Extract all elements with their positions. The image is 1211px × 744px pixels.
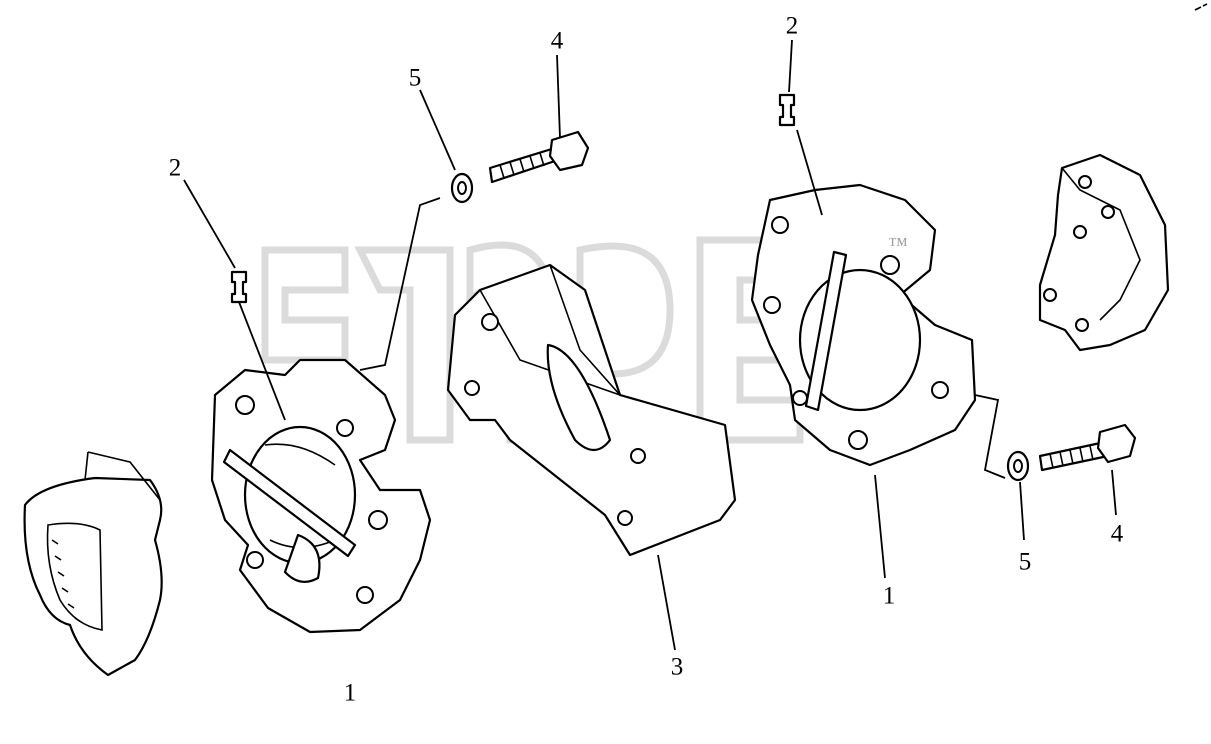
left-hub-half	[23, 451, 163, 677]
corner-mark	[1194, 3, 1208, 11]
right-hub-half	[1038, 153, 1170, 352]
top-bolt	[488, 54, 590, 184]
callout-4-top: 4	[550, 27, 564, 55]
callout-2-left: 2	[168, 154, 182, 182]
right-grease-fitting	[778, 39, 823, 216]
callout-5-right: 5	[1018, 548, 1032, 576]
right-washer	[974, 394, 1030, 541]
right-bolt	[1038, 423, 1137, 516]
watermark-trademark: ™	[888, 234, 908, 256]
callout-4-right: 4	[1110, 520, 1124, 548]
callout-5-top: 5	[408, 64, 422, 92]
top-washer	[359, 89, 474, 371]
callout-3: 3	[670, 653, 684, 681]
left-spider	[210, 358, 432, 634]
callout-2-right: 2	[785, 12, 799, 40]
center-shaft	[446, 263, 737, 651]
left-grease-fitting	[183, 179, 286, 421]
callout-1-left: 1	[343, 679, 357, 707]
callout-1-right: 1	[882, 582, 896, 610]
right-spider	[750, 183, 977, 579]
